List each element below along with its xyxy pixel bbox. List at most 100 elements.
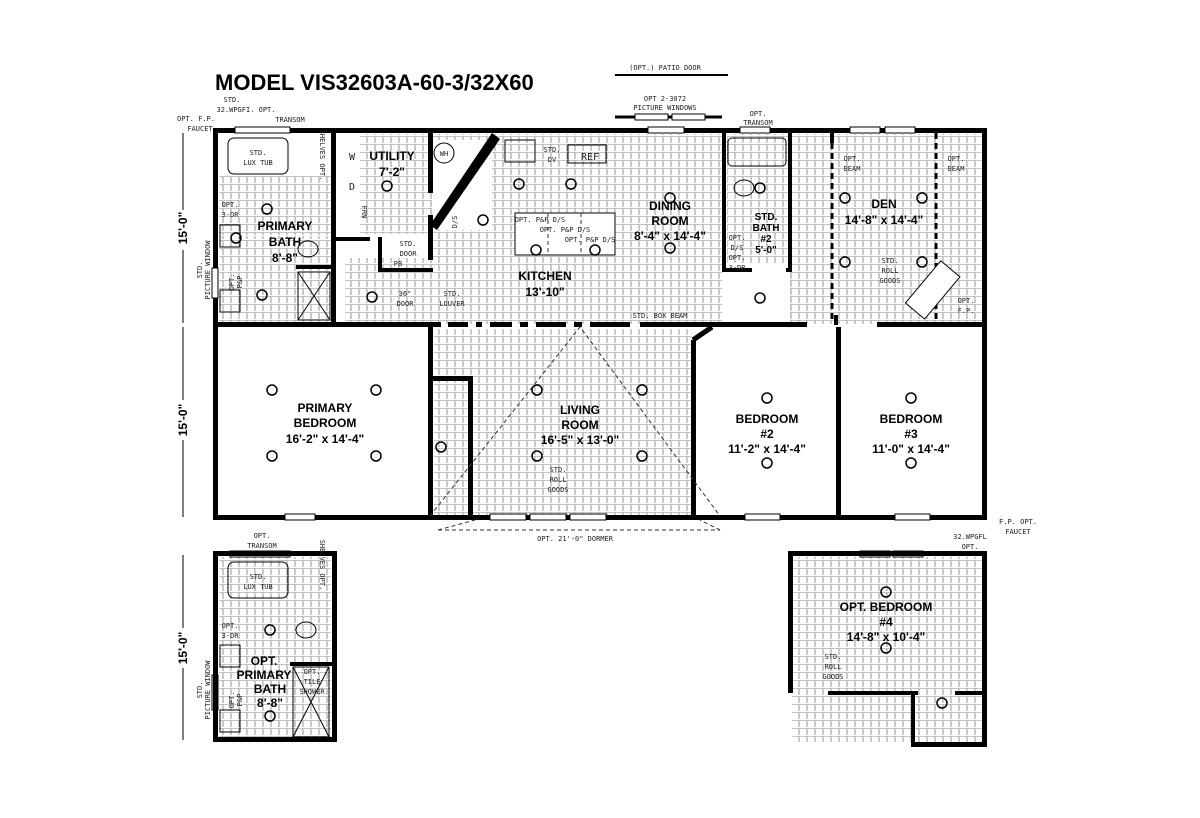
room-opt-bedroom-4: OPT. BEDROOM#414'-8" x 10'-4" <box>840 600 933 644</box>
svg-text:OPT.: OPT. <box>228 274 236 291</box>
svg-text:STD.: STD. <box>882 257 899 265</box>
svg-text:STD.: STD. <box>444 290 461 298</box>
svg-text:OPT 2-3072: OPT 2-3072 <box>644 95 686 103</box>
svg-text:STD.: STD. <box>755 212 778 223</box>
svg-text:OPT. 21'-0" DORMER: OPT. 21'-0" DORMER <box>537 535 614 543</box>
svg-text:STD.: STD. <box>196 682 204 699</box>
svg-text:D/S: D/S <box>451 216 459 229</box>
svg-text:GOODS: GOODS <box>879 277 900 285</box>
svg-text:DOOR: DOOR <box>397 300 415 308</box>
svg-text:TRANSOM: TRANSOM <box>247 542 277 550</box>
svg-text:DEN: DEN <box>871 197 896 211</box>
svg-text:LIVING: LIVING <box>560 403 600 417</box>
svg-text:TRANSOM: TRANSOM <box>743 119 773 127</box>
svg-text:OPT.: OPT. <box>222 201 239 209</box>
svg-text:PRIMARY: PRIMARY <box>237 668 292 682</box>
svg-text:F.P. OPT.: F.P. OPT. <box>999 518 1037 526</box>
svg-text:BATH: BATH <box>269 235 301 249</box>
svg-text:14'-8" x 10'-4": 14'-8" x 10'-4" <box>847 630 925 644</box>
svg-text:STD. BOX BEAM: STD. BOX BEAM <box>633 312 688 320</box>
svg-text:ROLL: ROLL <box>825 663 842 671</box>
svg-text:ROLL: ROLL <box>550 476 567 484</box>
svg-text:STD.: STD. <box>196 262 204 279</box>
room-bedroom-2: BEDROOM#211'-2" x 14'-4" <box>728 412 806 456</box>
svg-text:OPT.: OPT. <box>254 532 271 540</box>
svg-text:WH: WH <box>440 150 448 158</box>
svg-text:32.WPGFI. OPT.: 32.WPGFI. OPT. <box>216 106 275 114</box>
svg-text:#2: #2 <box>760 234 772 245</box>
light-fixtures <box>230 178 948 722</box>
svg-text:OPT.: OPT. <box>948 155 965 163</box>
svg-text:BEDROOM: BEDROOM <box>736 412 799 426</box>
svg-text:11'-2" x 14'-4": 11'-2" x 14'-4" <box>728 442 806 456</box>
svg-text:15'-0": 15'-0" <box>176 404 190 437</box>
sink <box>504 139 536 163</box>
model-title: MODEL VIS32603A-60-3/32X60 <box>215 70 534 95</box>
svg-text:3-DR: 3-DR <box>222 211 240 219</box>
svg-text:ROOM: ROOM <box>561 418 598 432</box>
svg-text:DOOR: DOOR <box>400 250 418 258</box>
svg-text:STD.: STD. <box>250 573 267 581</box>
svg-text:3-DR: 3-DR <box>222 632 240 640</box>
svg-text:LUX TUB: LUX TUB <box>243 159 273 167</box>
svg-text:PICTURE WINDOW: PICTURE WINDOW <box>204 660 212 720</box>
svg-text:OPT.: OPT. <box>962 543 979 551</box>
svg-text:PICTURE WINDOWS: PICTURE WINDOWS <box>633 104 696 112</box>
opt-bedroom4-walls <box>788 551 987 747</box>
svg-text:PB: PB <box>394 260 402 268</box>
svg-text:15'-0": 15'-0" <box>176 632 190 665</box>
svg-text:8'-4" x 14'-4": 8'-4" x 14'-4" <box>634 229 706 243</box>
fixtures <box>219 137 961 738</box>
svg-text:PRIMARY: PRIMARY <box>258 219 313 233</box>
svg-text:FRN: FRN <box>360 206 368 219</box>
svg-text:OPT.: OPT. <box>222 622 239 630</box>
svg-text:OPT.: OPT. <box>251 654 278 668</box>
svg-text:TRANSOM: TRANSOM <box>275 116 305 124</box>
svg-text:BEDROOM: BEDROOM <box>294 416 357 430</box>
svg-text:LUX TUB: LUX TUB <box>243 583 273 591</box>
svg-text:BATH: BATH <box>752 223 779 234</box>
svg-text:D: D <box>349 182 355 193</box>
svg-text:7'-2": 7'-2" <box>379 165 405 179</box>
svg-text:BEAM: BEAM <box>844 165 861 173</box>
svg-text:STD.: STD. <box>544 146 561 154</box>
room-std-bath: STD.BATH#25'-0" <box>752 212 779 256</box>
svg-text:REF: REF <box>581 152 599 163</box>
svg-text:15'-0": 15'-0" <box>176 212 190 245</box>
svg-text:5'-0": 5'-0" <box>755 245 777 256</box>
svg-text:BATH: BATH <box>254 682 286 696</box>
toilet <box>297 240 319 258</box>
svg-text:SHELVES OPT.: SHELVES OPT. <box>318 130 326 181</box>
svg-text:OPT. P&P D/S: OPT. P&P D/S <box>565 236 616 244</box>
svg-text:13'-10": 13'-10" <box>525 285 564 299</box>
svg-text:KITCHEN: KITCHEN <box>518 269 571 283</box>
svg-text:PRIMARY: PRIMARY <box>298 401 353 415</box>
svg-text:ROLL: ROLL <box>882 267 899 275</box>
bath2-tub <box>727 137 787 167</box>
svg-text:PICTURE WINDOW: PICTURE WINDOW <box>204 240 212 300</box>
annotations: (OPT.) PATIO DOOR OPT 2-3072 PICTURE WIN… <box>176 64 1037 720</box>
svg-text:16'-5" x 13'-0": 16'-5" x 13'-0" <box>541 433 619 447</box>
svg-text:OPT.: OPT. <box>750 110 767 118</box>
svg-text:OPT. P&P D/S: OPT. P&P D/S <box>540 226 591 234</box>
svg-text:GOODS: GOODS <box>822 673 843 681</box>
svg-text:OPT.: OPT. <box>304 668 321 676</box>
svg-text:TILE: TILE <box>304 678 321 686</box>
svg-text:P&P: P&P <box>236 694 244 707</box>
svg-text:36": 36" <box>399 290 412 298</box>
svg-text:STD.: STD. <box>250 149 267 157</box>
svg-text:D/S: D/S <box>731 244 744 252</box>
svg-text:W: W <box>349 152 356 163</box>
svg-text:32.WPGFL: 32.WPGFL <box>953 533 987 541</box>
svg-text:OPT. P&P D/S: OPT. P&P D/S <box>515 216 566 224</box>
svg-text:STD.: STD. <box>224 96 241 104</box>
room-bedroom-3: BEDROOM#311'-0" x 14'-4" <box>872 412 950 456</box>
svg-text:FAUCET: FAUCET <box>1005 528 1031 536</box>
